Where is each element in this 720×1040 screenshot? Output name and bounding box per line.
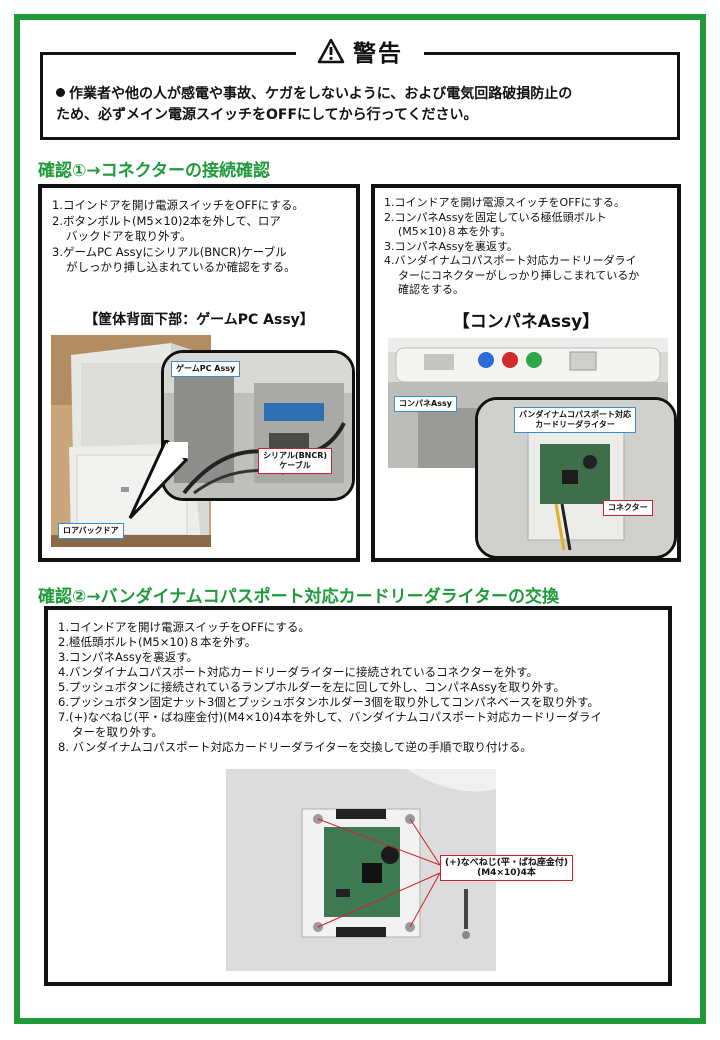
card-reader-photo [226, 769, 496, 971]
card-reader-label: バンダイナムコパスポート対応 カードリーダライター [514, 407, 636, 433]
section2-heading: 確認②→バンダイナムコパスポート対応カードリーダライターの交換 [38, 587, 559, 607]
section1-right-steps: 1.コインドアを開け電源スイッチをOFFにする。 2.コンパネAssyを固定して… [384, 196, 640, 296]
warning-title: 警告 [296, 34, 424, 68]
section2-steps: 1.コインドアを開け電源スイッチをOFFにする。 2.極低頭ボルト(M5×10)… [58, 620, 602, 754]
control-panel-assy-label: コンパネAssy [394, 396, 457, 412]
serial-cable-label: シリアル(BNCR) ケーブル [258, 448, 333, 474]
warning-title-text: 警告 [353, 41, 403, 67]
warning-triangle-icon [317, 38, 345, 64]
lower-back-door-label: ロアバックドア [58, 523, 124, 539]
callout-tail [128, 440, 188, 520]
page-frame [14, 14, 706, 1024]
section1-right-caption: 【コンパネAssy】 [452, 312, 600, 332]
warning-text: 作業者や他の人が感電や事故、ケガをしないように、および電気回路破損防止の ため、… [56, 86, 573, 123]
game-pc-assy-label: ゲームPC Assy [171, 361, 241, 377]
section1-left-steps: 1.コインドアを開け電源スイッチをOFFにする。 2.ボタンボルト(M5×10)… [52, 198, 304, 274]
screw-label: (+)なべねじ(平・ばね座金付) (M4×10)4本 [440, 855, 573, 881]
section1-left-caption: 【筐体背面下部：ゲームPC Assy】 [84, 312, 314, 328]
section1-heading: 確認①→コネクターの接続確認 [38, 161, 270, 181]
connector-label: コネクター [603, 500, 653, 516]
bullet-icon [56, 87, 65, 97]
